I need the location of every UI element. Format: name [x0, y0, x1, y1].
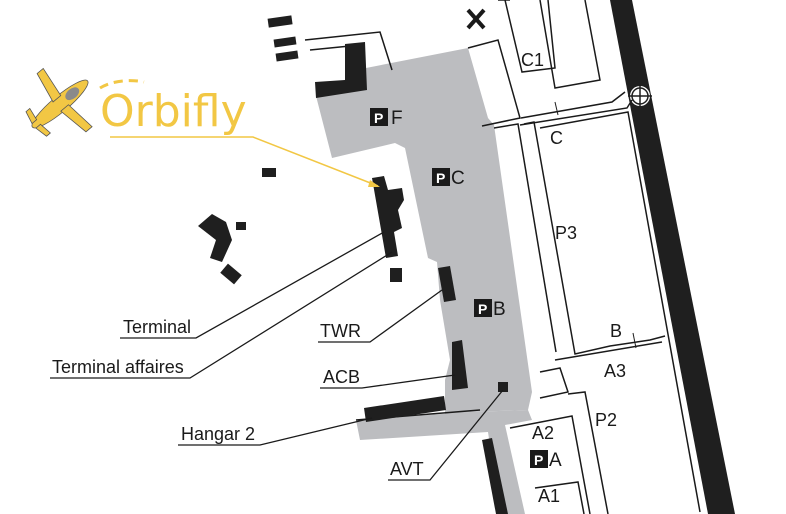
- parking-label: F: [391, 108, 403, 129]
- parking-p3-label: P3: [555, 223, 577, 243]
- twr-label: TWR: [320, 321, 361, 341]
- terminal-leader: [120, 231, 385, 339]
- taxiways: [304, 0, 701, 514]
- taxiway-c-label: C: [550, 128, 563, 148]
- closed-runway-x-icon: [466, 8, 486, 30]
- runway: [610, 0, 735, 514]
- terminal-label: Terminal: [123, 317, 191, 337]
- taxiway-a3-label: A3: [604, 361, 626, 381]
- orbifly-logo: Orbifly: [25, 67, 380, 187]
- airplane-icon: [25, 67, 93, 137]
- parking-icon: P: [436, 170, 445, 186]
- apron: [316, 48, 532, 415]
- hangar2-leader: [178, 417, 373, 446]
- hangar2-label: Hangar 2: [181, 424, 255, 444]
- terminal-affaires-label: Terminal affaires: [52, 357, 184, 377]
- parking-icon: P: [478, 301, 487, 317]
- taxiway-c1-label: C1: [521, 50, 544, 70]
- arrow-icon: [368, 180, 380, 187]
- parking-b: P B: [474, 299, 506, 320]
- parking-a: P A: [530, 450, 562, 471]
- twr-leader: [318, 289, 443, 343]
- apron-south-strip: [356, 410, 532, 514]
- parking-icon: P: [534, 452, 543, 468]
- parking-p2-label: P2: [595, 410, 617, 430]
- taxiway-a2-label: A2: [532, 423, 554, 443]
- parking-label: B: [493, 299, 506, 320]
- parking-c: P C: [432, 168, 465, 189]
- taxiway-a1-label: A1: [538, 486, 560, 506]
- logo-leader: [110, 136, 379, 187]
- parking-icon: P: [374, 110, 383, 126]
- avt-label: AVT: [390, 459, 424, 479]
- taxiway-b-label: B: [610, 321, 622, 341]
- parking-f: P F: [370, 108, 403, 129]
- parking-label: C: [451, 168, 465, 189]
- acb-label: ACB: [323, 367, 360, 387]
- logo-text: Orbifly: [100, 86, 247, 137]
- avt-leader: [388, 389, 504, 481]
- parking-label: A: [549, 450, 562, 471]
- acb-leader: [320, 374, 456, 389]
- buildings: [198, 15, 508, 514]
- runway-threshold-icon: [628, 84, 652, 108]
- terminal-affaires-leader: [50, 251, 393, 379]
